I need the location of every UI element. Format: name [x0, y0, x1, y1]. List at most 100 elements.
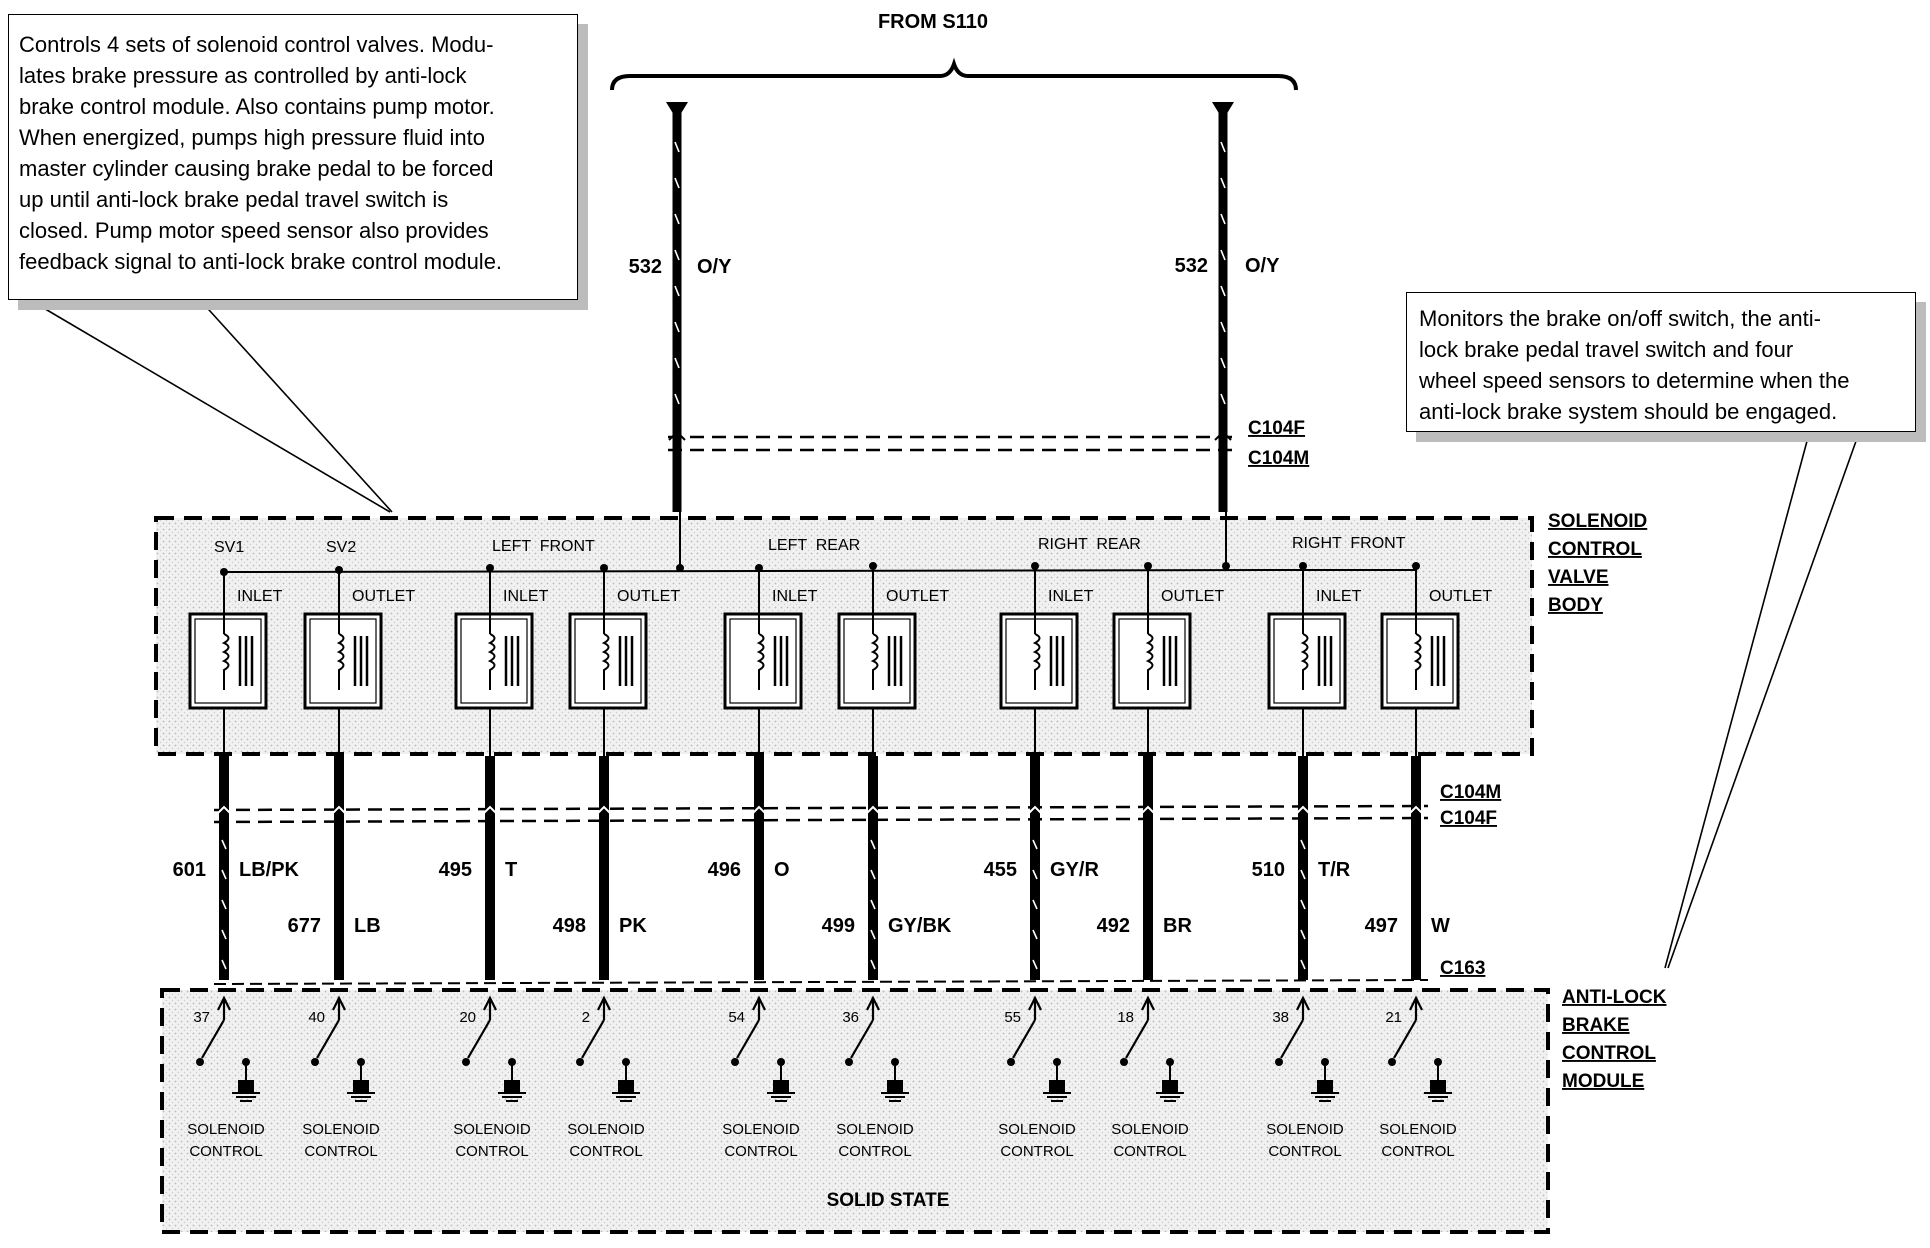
valve-label: INLET [1316, 588, 1362, 605]
top-wire-left-num: 532 [629, 256, 662, 278]
wire-color: LB [354, 915, 381, 937]
solenoid-valve [188, 612, 268, 710]
solenoid-valve [568, 612, 648, 710]
solenoid-valve [303, 612, 383, 710]
wire-number: 497 [1365, 915, 1398, 937]
wire-color: GY/BK [888, 915, 952, 937]
switch-label: SOLENOID [722, 1121, 800, 1138]
switch-label: CONTROL [1268, 1143, 1341, 1160]
switch-label: CONTROL [189, 1143, 262, 1160]
valve-label: OUTLET [352, 588, 415, 605]
switch-label: SOLENOID [836, 1121, 914, 1138]
callout-left: Controls 4 sets of solenoid control valv… [8, 14, 578, 300]
solenoid-control-switch [462, 995, 526, 1102]
pin-number: 21 [1385, 1009, 1402, 1026]
connector-c104f-bottom: C104F [1440, 808, 1497, 829]
switch-label: SOLENOID [453, 1121, 531, 1138]
switch-label: SOLENOID [187, 1121, 265, 1138]
valve-label: INLET [1048, 588, 1094, 605]
pin-number: 40 [308, 1009, 325, 1026]
solenoid-control-switch [1007, 995, 1071, 1102]
solenoid-control-switch [845, 995, 909, 1102]
group-label-left-rear: LEFT REAR [768, 537, 860, 554]
svg-text:BRAKE: BRAKE [1562, 1015, 1630, 1036]
solenoid-valve [1380, 612, 1460, 710]
svg-text:ANTI-LOCK: ANTI-LOCK [1562, 987, 1667, 1008]
valve-label: OUTLET [1429, 588, 1492, 605]
wire-number: 677 [288, 915, 321, 937]
group-label-sv1: SV1 [214, 539, 244, 556]
pin-number: 38 [1272, 1009, 1289, 1026]
group-label-sv2: SV2 [326, 539, 356, 556]
wire-number: 495 [439, 859, 472, 881]
valve-label: OUTLET [886, 588, 949, 605]
pin-number: 20 [459, 1009, 476, 1026]
solenoid-control-switch [1275, 995, 1339, 1102]
pin-number: 36 [842, 1009, 859, 1026]
top-wire-right-color: O/Y [1245, 255, 1280, 277]
wire-number: 499 [822, 915, 855, 937]
pin-number: 54 [728, 1009, 745, 1026]
wire-number: 492 [1097, 915, 1130, 937]
pin-number: 37 [193, 1009, 210, 1026]
top-wire-right-num: 532 [1175, 255, 1208, 277]
wire-number: 601 [173, 859, 206, 881]
group-label-left-front: LEFT FRONT [492, 538, 595, 555]
switch-label: CONTROL [724, 1143, 797, 1160]
solenoid-valve [837, 612, 917, 710]
solenoid-control-switch [1388, 995, 1452, 1102]
wire-color: LB/PK [239, 859, 300, 881]
wire-color: GY/R [1050, 859, 1099, 881]
valve-label: OUTLET [617, 588, 680, 605]
solenoid-valve [454, 612, 534, 710]
title-from-s110: FROM S110 [878, 11, 988, 33]
bottom-connector-dashes [213, 804, 1429, 985]
solenoid-control-switch [311, 995, 375, 1102]
wire-color: PK [619, 915, 647, 937]
solenoid-control-switch [576, 995, 640, 1102]
switch-label: SOLENOID [1266, 1121, 1344, 1138]
switch-label: CONTROL [569, 1143, 642, 1160]
callout-pointers [29, 299, 1861, 969]
source-bracket [610, 57, 1298, 91]
solenoid-control-switch [1120, 995, 1184, 1102]
svg-text:MODULE: MODULE [1562, 1071, 1644, 1092]
svg-text:BODY: BODY [1548, 595, 1603, 616]
group-labels: SV1 SV2 LEFT FRONT LEFT REAR RIGHT REAR … [214, 535, 1406, 556]
svg-text:SOLENOID: SOLENOID [1548, 511, 1647, 532]
wire-color: O [774, 859, 790, 881]
switch-label: CONTROL [1381, 1143, 1454, 1160]
wire-number: 455 [984, 859, 1017, 881]
solenoid-valve [999, 612, 1079, 710]
feed-wires [666, 102, 1234, 572]
pin-number: 2 [582, 1009, 590, 1026]
wire-number: 498 [553, 915, 586, 937]
switch-label: CONTROL [1000, 1143, 1073, 1160]
pin-number: 18 [1117, 1009, 1134, 1026]
valve-label: INLET [772, 588, 818, 605]
valve-label: INLET [237, 588, 283, 605]
connector-c104m-top: C104M [1248, 448, 1309, 469]
wire-number: 510 [1252, 859, 1285, 881]
solenoid-valve [723, 612, 803, 710]
svg-text:CONTROL: CONTROL [1548, 539, 1642, 560]
group-label-right-rear: RIGHT REAR [1038, 536, 1141, 553]
switch-label: CONTROL [1113, 1143, 1186, 1160]
switch-label: SOLENOID [1111, 1121, 1189, 1138]
solenoid-control-switch [196, 995, 260, 1102]
valve-label: OUTLET [1161, 588, 1224, 605]
valve-label: INLET [503, 588, 549, 605]
wire-color: W [1431, 915, 1450, 937]
switch-label: SOLENOID [567, 1121, 645, 1138]
group-label-right-front: RIGHT FRONT [1292, 535, 1406, 552]
